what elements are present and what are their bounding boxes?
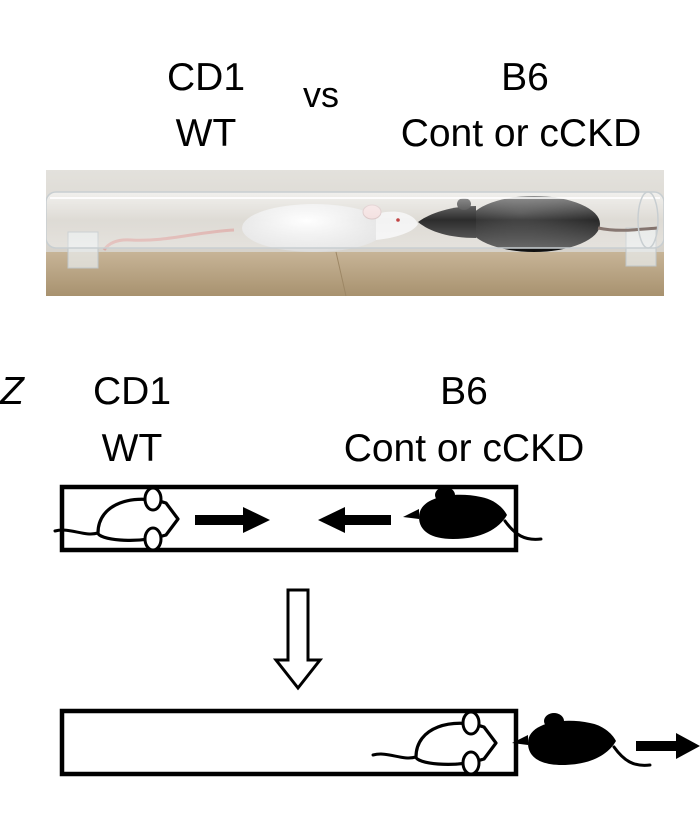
lower-black-mouse-exiting bbox=[510, 711, 652, 767]
upper-black-mouse bbox=[401, 485, 543, 541]
photo-right-strain-label: B6 bbox=[501, 56, 549, 99]
photo-left-strain-label: CD1 bbox=[166, 56, 246, 99]
photo-versus-label: vs bbox=[303, 74, 339, 115]
transition-arrow bbox=[272, 588, 324, 691]
upper-white-mouse-arrow bbox=[195, 507, 270, 533]
panel-letter: Z bbox=[0, 370, 24, 413]
lower-exit-arrow bbox=[636, 733, 700, 759]
schematic-left-genotype-label: WT bbox=[101, 427, 163, 470]
schematic-right-strain-label: B6 bbox=[440, 370, 488, 413]
photo-right-genotype-label: Cont or cCKD bbox=[400, 112, 642, 155]
photo-bench bbox=[46, 252, 664, 296]
upper-tube bbox=[59, 484, 519, 553]
schematic-left-strain-label: CD1 bbox=[92, 370, 172, 413]
upper-white-mouse bbox=[53, 486, 180, 552]
photo-left-genotype-label: WT bbox=[175, 112, 237, 155]
schematic-right-genotype-label: Cont or cCKD bbox=[343, 427, 585, 470]
tube-test-photo bbox=[46, 170, 664, 296]
upper-black-mouse-arrow bbox=[318, 507, 391, 533]
lower-white-mouse bbox=[371, 710, 498, 776]
photo-clear-tube bbox=[46, 191, 664, 249]
